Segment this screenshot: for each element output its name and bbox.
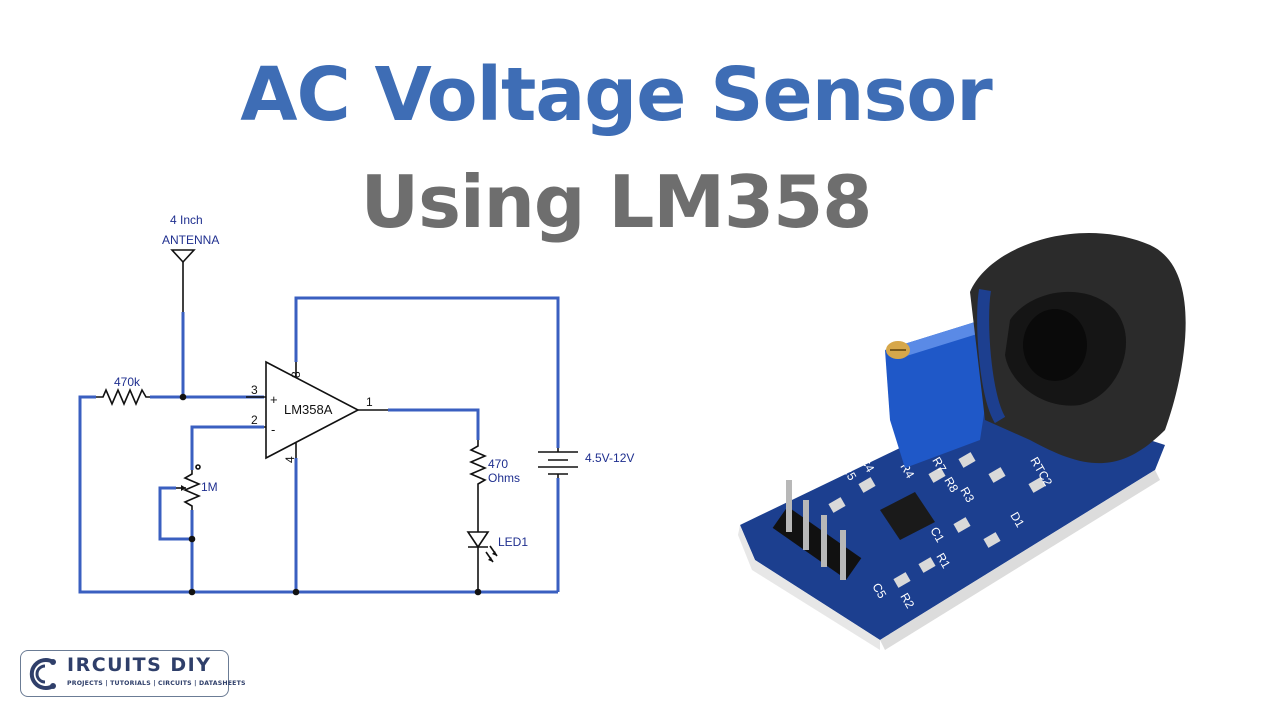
led-label: LED1 xyxy=(498,535,528,549)
output-wire xyxy=(388,408,480,440)
minus-sign: - xyxy=(271,422,275,437)
silk-label: C4 xyxy=(857,455,877,476)
silk-label: R4 xyxy=(897,461,917,482)
circuits-diy-logo-icon xyxy=(29,658,56,690)
pin-2-label: 2 xyxy=(251,413,258,427)
silk-label: R1 xyxy=(933,551,953,572)
junction-dot xyxy=(292,588,300,596)
silk-label: R7 xyxy=(929,455,949,476)
silk-label: C1 xyxy=(927,525,947,546)
header-pins xyxy=(772,480,862,580)
battery-icon xyxy=(538,448,578,478)
led-icon xyxy=(466,531,498,563)
resistor-470k-icon xyxy=(96,387,150,407)
pin-4-label: 4 xyxy=(283,456,297,463)
opamp-label: LM358A xyxy=(284,402,333,417)
resistor-470-icon xyxy=(468,440,488,490)
logo-tagline: PROJECTS | TUTORIALS | CIRCUITS | DATASH… xyxy=(67,680,246,687)
logo-brand: IRCUITS DIY xyxy=(67,654,212,676)
title-line-2: Using LM358 xyxy=(360,160,873,244)
silk-label: R3 xyxy=(957,485,977,506)
pin-3-label: 3 xyxy=(251,383,258,397)
resistor-470-value: 470 xyxy=(488,457,508,471)
silk-label: R5 xyxy=(839,463,859,484)
ic-chip xyxy=(880,492,935,540)
pin-8-label: 8 xyxy=(289,371,303,378)
pot-label: 1M xyxy=(201,480,218,494)
title-line-1: AC Voltage Sensor xyxy=(240,52,993,138)
supply-wire xyxy=(294,296,560,448)
trimmer-potentiometer xyxy=(885,322,990,468)
silk-label: C5 xyxy=(869,581,889,602)
antenna-label-top: 4 Inch xyxy=(170,213,203,227)
pot-wiper-wire xyxy=(158,486,192,541)
junction-dot xyxy=(179,393,187,401)
junction-dot xyxy=(474,588,482,596)
antenna-label: ANTENNA xyxy=(162,233,219,247)
inverting-wire xyxy=(190,425,264,470)
silk-label: D1 xyxy=(1007,510,1027,531)
pin-1-label: 1 xyxy=(366,395,373,409)
plus-sign: + xyxy=(270,392,278,407)
silk-label: R8 xyxy=(941,475,961,496)
antenna-icon xyxy=(170,249,196,312)
junction-dot xyxy=(188,588,196,596)
resistor-470-unit: Ohms xyxy=(488,471,520,485)
junction-dot xyxy=(188,535,196,543)
ground-wire xyxy=(78,395,558,594)
potentiometer-icon xyxy=(182,470,202,510)
supply-label: 4.5V-12V xyxy=(585,451,634,465)
current-transformer xyxy=(970,232,1186,464)
resistor-470k-label: 470k xyxy=(114,375,141,389)
silk-label: R2 xyxy=(897,591,917,612)
circuits-diy-logo[interactable]: IRCUITS DIY PROJECTS | TUTORIALS | CIRCU… xyxy=(20,650,245,697)
